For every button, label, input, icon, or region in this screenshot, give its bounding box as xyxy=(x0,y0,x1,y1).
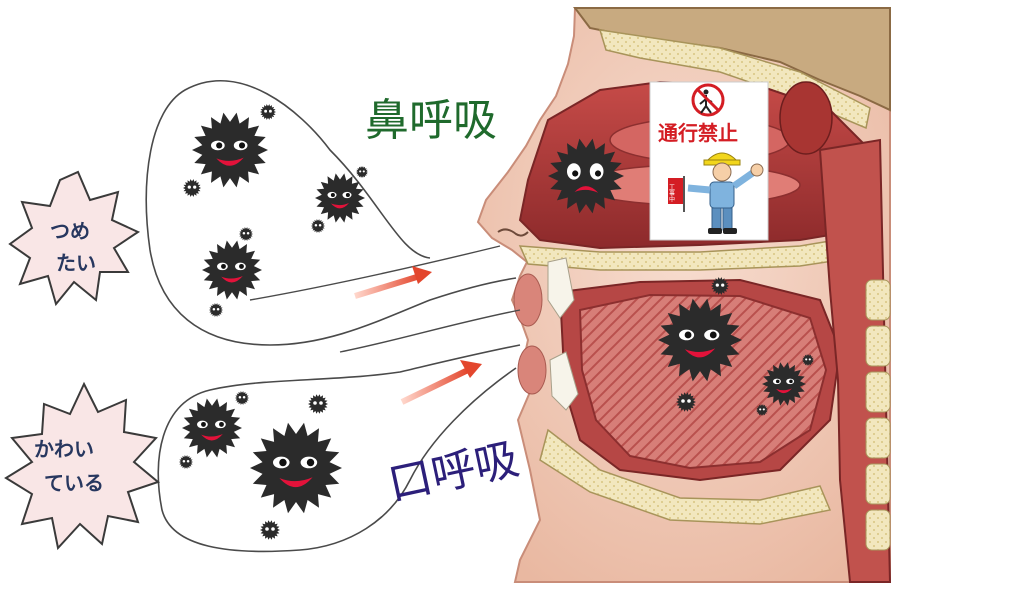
dry-burst-line-1: かわい xyxy=(34,437,94,461)
germ-character xyxy=(260,520,280,540)
upper-lip xyxy=(514,274,542,326)
germ-character xyxy=(182,399,242,458)
cold-burst: つめ たい xyxy=(10,172,138,304)
sign-text: 通行禁止 xyxy=(658,121,738,145)
no-pedestrian-icon xyxy=(693,85,723,115)
cold-burst-line-2: たい xyxy=(56,251,96,275)
dry-burst-line-2: ている xyxy=(44,471,104,495)
germ-character xyxy=(202,241,262,300)
germ-character xyxy=(239,227,253,241)
germ-character xyxy=(308,394,328,414)
germ-character xyxy=(183,179,201,197)
flag-text: 工事中 xyxy=(668,184,675,203)
cold-burst-line-1: つめ xyxy=(50,219,90,243)
germ-character xyxy=(311,219,325,233)
mouth-arrow xyxy=(402,360,482,402)
nose-breathing-label: 鼻呼吸 xyxy=(365,95,497,146)
germ-character xyxy=(209,303,223,317)
mouth-breathing-label: 口呼吸 xyxy=(384,433,524,510)
sphenoid-sinus xyxy=(780,82,832,154)
germ-character xyxy=(179,455,193,469)
dry-burst-shape xyxy=(6,384,158,548)
germ-character xyxy=(235,391,249,405)
germ-character xyxy=(192,113,268,188)
lower-lip xyxy=(518,346,546,394)
no-entry-sign: 通行禁止 工事中 xyxy=(650,82,768,240)
nose-breath-inner xyxy=(340,310,520,352)
germ-character xyxy=(260,104,276,120)
dry-burst: かわい ている xyxy=(6,384,158,548)
germ-character xyxy=(250,423,342,514)
germ-character xyxy=(356,166,368,178)
